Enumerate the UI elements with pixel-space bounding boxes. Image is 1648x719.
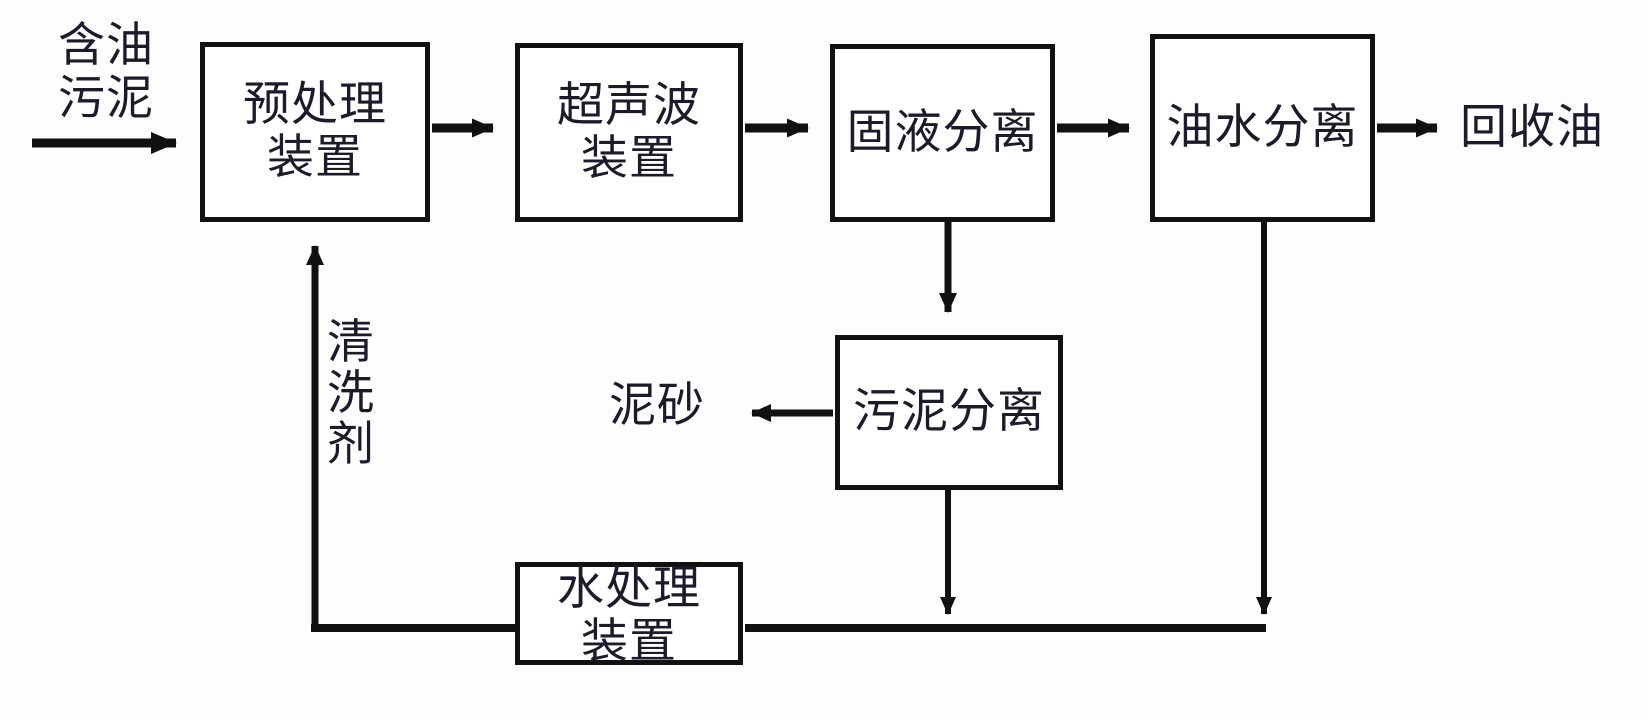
label-cleaning-agent: 清 洗 剂 [327,315,375,472]
node-ultrasonic[interactable]: 超声波 装置 [515,43,743,222]
node-sludge-separation[interactable]: 污泥分离 [835,335,1063,490]
edge-water-treatment-to-pretreatment [306,245,515,632]
node-water-treatment-label: 水处理 装置 [557,561,701,669]
node-water-treatment[interactable]: 水处理 装置 [515,561,743,669]
node-solid-liquid-separation-label: 固液分离 [846,104,1039,160]
node-pretreatment[interactable]: 预处理 装置 [200,42,430,222]
node-pretreatment-label: 预处理 装置 [243,77,387,185]
node-sludge-separation-label: 污泥分离 [853,384,1045,440]
node-oil-water-separation[interactable]: 油水分离 [1150,34,1375,222]
label-input-oily-sludge: 含油 污泥 [58,18,154,126]
label-output-mud-sand: 泥砂 [609,378,705,433]
label-output-recovered-oil: 回收油 [1460,100,1604,155]
node-solid-liquid-separation[interactable]: 固液分离 [830,44,1055,222]
node-ultrasonic-label: 超声波 装置 [557,77,701,186]
node-oil-water-separation-label: 油水分离 [1166,99,1359,155]
